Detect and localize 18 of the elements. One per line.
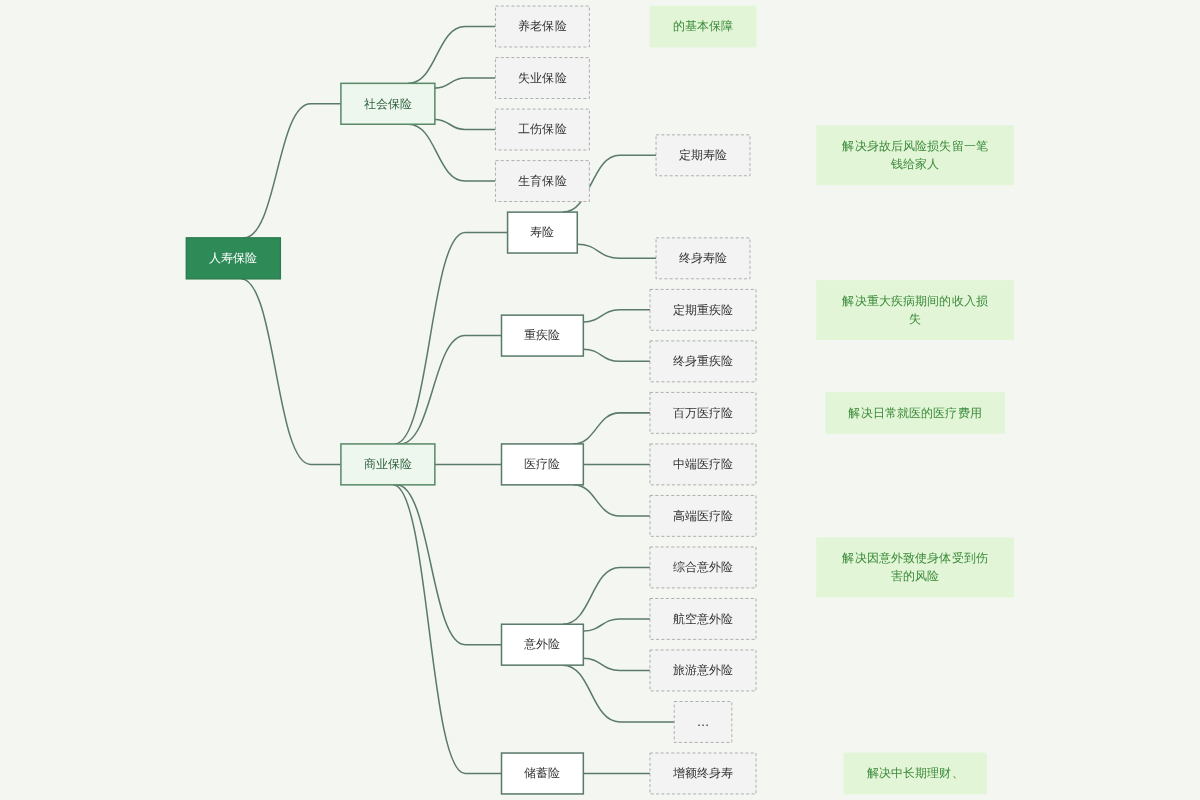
connector [582,657,651,672]
connector [582,348,651,363]
connector [393,231,509,445]
connector [582,463,651,466]
connector [434,77,497,89]
connector [240,278,342,466]
connector [582,618,651,632]
connector [562,566,651,625]
connector [562,664,675,723]
connector [242,103,342,239]
connector [434,118,497,131]
connector [407,25,497,85]
connector [582,309,651,323]
connector [392,484,503,775]
connector [395,484,503,646]
connector [434,463,503,466]
connector [582,772,651,775]
connector [576,243,657,260]
